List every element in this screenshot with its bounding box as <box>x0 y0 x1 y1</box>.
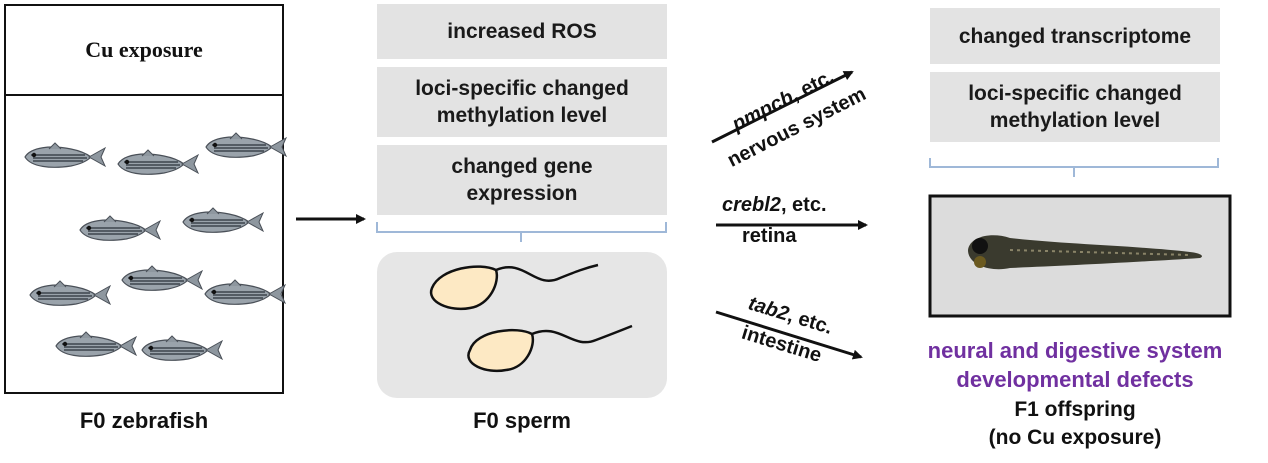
increased-ros-label: increased ROS <box>447 18 596 45</box>
defects-line-2: developmental defects <box>880 365 1268 394</box>
defects-line-1: neural and digestive system <box>880 336 1268 365</box>
f0-sperm-caption: F0 sperm <box>377 408 667 434</box>
zebrafish-icon <box>183 208 263 232</box>
pathway-target-retina: retina <box>742 225 870 248</box>
f1-methylation-label: loci-specific changed methylation level <box>960 80 1190 134</box>
methylation-box: loci-specific changed methylation level <box>377 67 667 137</box>
zebrafish-icon <box>206 133 286 157</box>
gene-expression-box: changed gene expression <box>377 145 667 215</box>
transcriptome-label: changed transcriptome <box>959 23 1191 50</box>
f1-methylation-box: loci-specific changed methylation level <box>930 72 1220 142</box>
sperm-panel <box>377 252 667 398</box>
f1-bracket <box>930 158 1218 177</box>
pathway-label-retina: crebl2, etc. retina <box>720 194 870 248</box>
zebrafish-school <box>25 133 286 360</box>
gene-expression-label: changed gene expression <box>427 153 617 207</box>
f1-offspring-caption: F1 offspring (no Cu exposure) <box>930 396 1220 452</box>
zebrafish-icon <box>56 332 136 356</box>
transcriptome-box: changed transcriptome <box>930 8 1220 64</box>
zebrafish-icon <box>205 280 285 304</box>
zebrafish-icon <box>80 216 160 240</box>
methylation-label: loci-specific changed methylation level <box>407 75 637 129</box>
increased-ros-box: increased ROS <box>377 4 667 59</box>
sperm-bracket <box>377 222 666 242</box>
zebrafish-icon <box>142 336 222 360</box>
zebrafish-icon <box>30 281 110 305</box>
zebrafish-icon <box>118 150 198 174</box>
f1-caption-line-2: (no Cu exposure) <box>930 424 1220 452</box>
zebrafish-icon <box>25 143 105 167</box>
f0-zebrafish-caption: F0 zebrafish <box>4 408 284 434</box>
zebrafish-icon <box>122 266 202 290</box>
pathway-gene-crebl2: crebl2, etc. <box>722 194 870 217</box>
defects-text: neural and digestive system developmenta… <box>880 336 1268 394</box>
f1-caption-line-1: F1 offspring <box>930 396 1220 424</box>
